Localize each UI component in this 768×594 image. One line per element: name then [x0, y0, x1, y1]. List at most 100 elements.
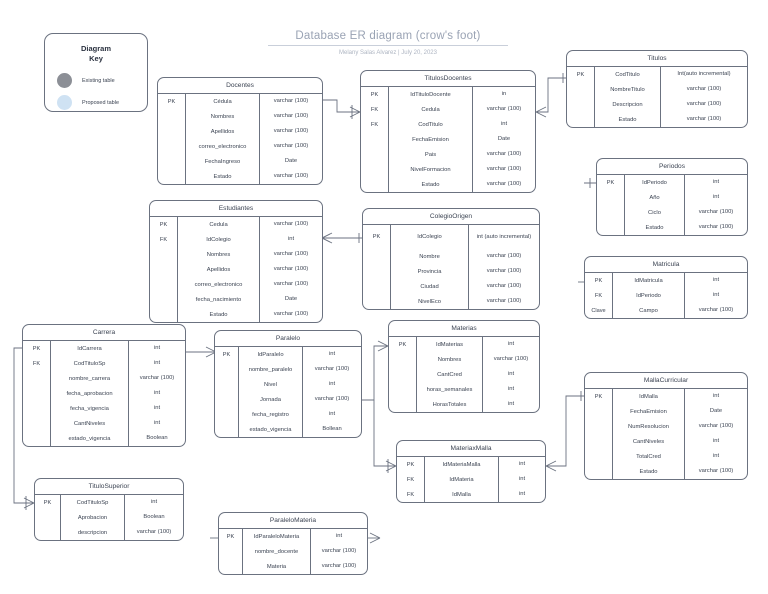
row-attr: IdMateriaMalla — [425, 457, 499, 472]
row-attr: NivelFormacion — [389, 162, 473, 177]
row-key: PK — [397, 457, 425, 472]
row-key — [389, 367, 417, 382]
row-type: varchar (100) — [698, 468, 734, 474]
legend-label-existing: Existing table — [82, 77, 115, 84]
row-key — [23, 371, 51, 386]
row-type: varchar (100) — [698, 224, 734, 230]
row-key: PK — [585, 273, 613, 288]
row-type: varchar (100) — [486, 253, 522, 259]
row-attr: IdMalla — [425, 487, 499, 502]
row-attr: Descripcion — [595, 97, 661, 112]
row-type: int — [507, 341, 515, 347]
row-attr: nombre_docente — [243, 544, 311, 559]
entity-title: Docentes — [158, 78, 322, 94]
row-type: varchar (100) — [273, 281, 309, 287]
row-type: varchar (100) — [486, 283, 522, 289]
row-type: int — [712, 393, 720, 399]
legend-row-proposed: Proposed table — [57, 95, 119, 110]
row-key — [389, 397, 417, 412]
legend-title-line1: Diagram — [80, 44, 111, 53]
row-attr: IdMalla — [613, 389, 685, 404]
row-type: Date — [284, 296, 298, 302]
row-key — [23, 401, 51, 416]
row-attr: Nombres — [417, 352, 483, 367]
row-type: varchar (100) — [273, 113, 309, 119]
row-key — [567, 112, 595, 127]
row-attr: Pais — [389, 147, 473, 162]
row-attr: IdCarrera — [51, 341, 129, 356]
row-type: int — [150, 499, 158, 505]
row-type: varchar (100) — [136, 529, 172, 535]
row-type: in — [501, 91, 507, 97]
entity-title: Titulos — [567, 51, 747, 67]
row-attr: Ciudad — [391, 279, 469, 294]
row-type: varchar (100) — [139, 375, 175, 381]
row-key: PK — [158, 94, 186, 109]
row-key — [597, 205, 625, 220]
table-row: NivelFormacion varchar (100) — [361, 162, 535, 177]
row-key — [23, 386, 51, 401]
entity-title: TituloSuperior — [35, 479, 183, 495]
table-row: Ciudad varchar (100) — [363, 279, 539, 294]
row-type: int — [287, 236, 295, 242]
row-type: int — [328, 411, 336, 417]
row-type: varchar (100) — [486, 166, 522, 172]
row-type: Int(auto incremental) — [677, 71, 731, 77]
row-attr: NumResolucion — [613, 419, 685, 434]
row-attr: IdMatricula — [613, 273, 685, 288]
row-attr: IdParalelo — [239, 347, 303, 362]
row-key — [35, 510, 61, 525]
row-attr: correo_electronico — [186, 139, 260, 154]
row-type: int — [328, 351, 336, 357]
title-block: Database ER diagram (crow's foot) Melany… — [268, 30, 508, 56]
row-type: Boolean — [143, 514, 165, 520]
row-attr: IdColegio — [391, 225, 469, 249]
page-subtitle: Melany Salas Alvarez | July 20, 2023 — [339, 50, 437, 56]
row-key — [585, 434, 613, 449]
row-type: int — [153, 345, 161, 351]
row-attr: Estado — [389, 177, 473, 192]
row-type: int — [153, 390, 161, 396]
row-key — [158, 169, 186, 184]
row-type: varchar (100) — [273, 98, 309, 104]
row-type: varchar (100) — [321, 563, 357, 569]
row-key — [597, 190, 625, 205]
row-type: varchar (100) — [314, 366, 350, 372]
row-attr: CodTituloSp — [51, 356, 129, 371]
row-type: int — [153, 405, 161, 411]
